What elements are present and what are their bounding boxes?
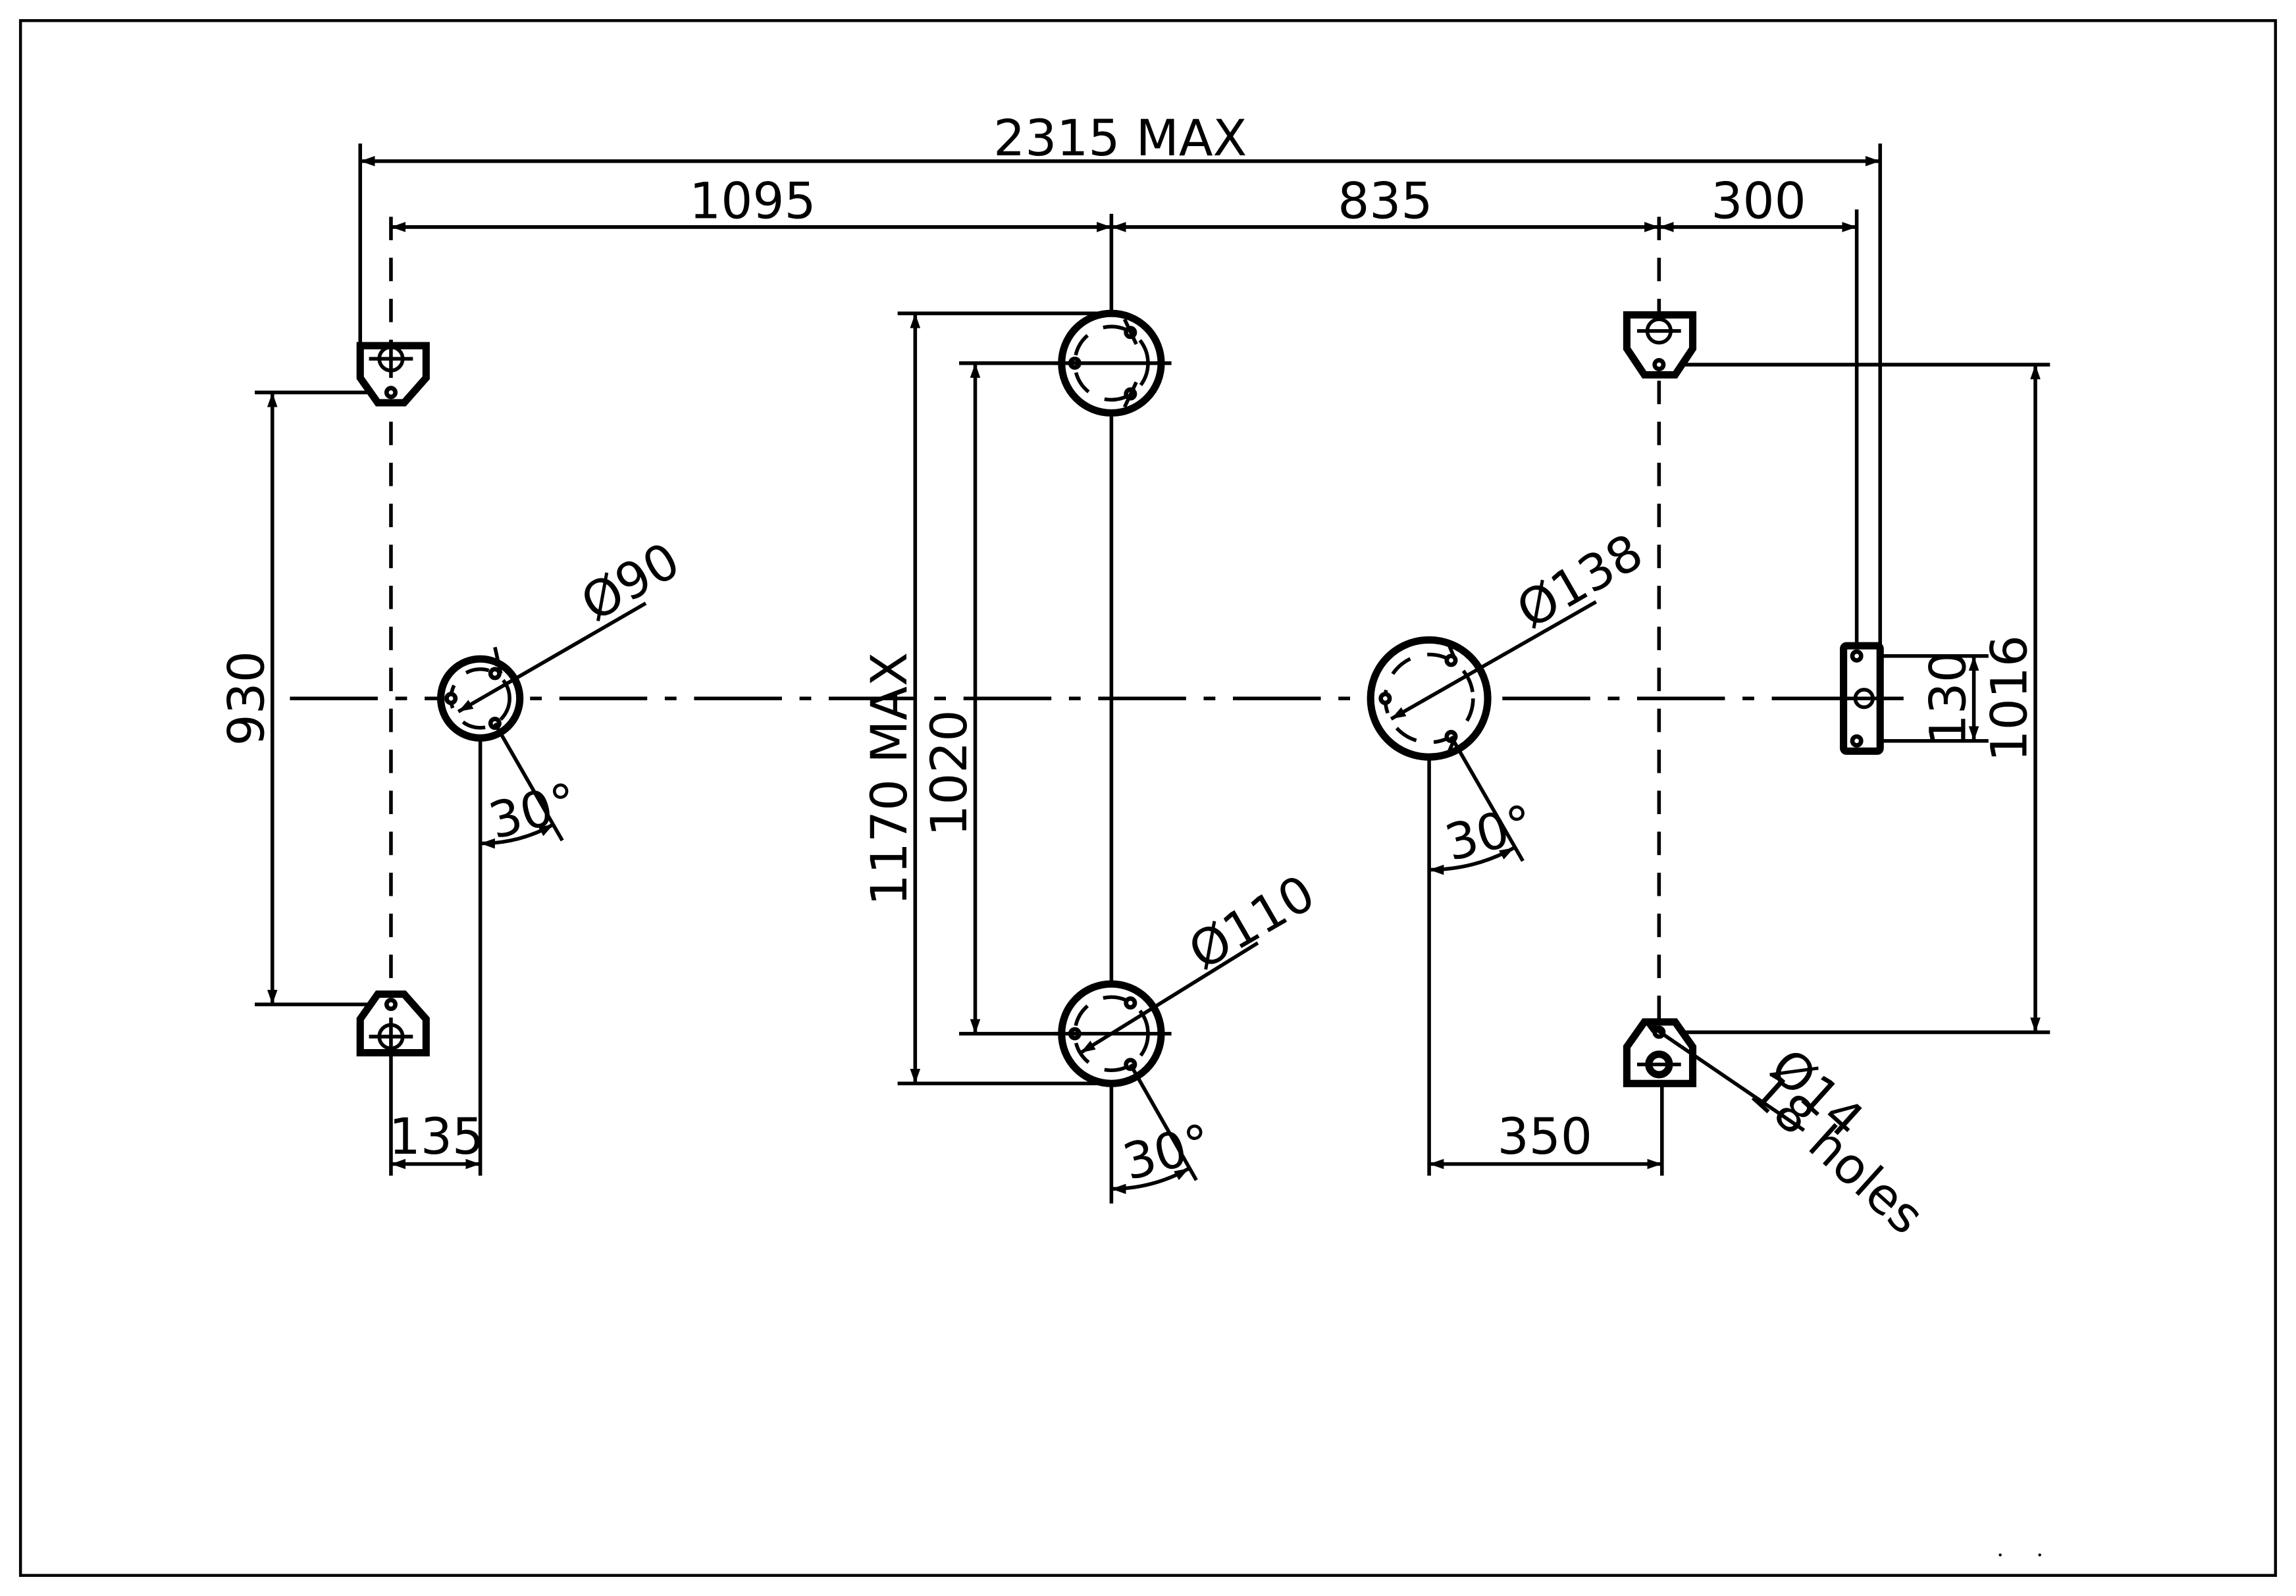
dim-overall-width: 2315 MAX — [993, 109, 1247, 167]
dim-right-offset: 300 — [1711, 172, 1806, 230]
right-clip — [1831, 642, 1904, 755]
dim-overall-depth: 1170 MAX — [860, 652, 918, 906]
dimension-lines — [267, 156, 2041, 1170]
angle-arc-right — [1429, 846, 1515, 875]
angle-arc-middle — [1111, 1166, 1190, 1195]
dim-left-foot-offset: 135 — [389, 1108, 484, 1166]
left-round-foot — [437, 602, 647, 842]
hole-callout-leader — [1642, 1019, 1806, 1132]
right-top-bracket — [1623, 311, 1697, 379]
right-bottom-bracket — [1623, 1018, 1697, 1087]
right-round-foot — [1367, 600, 1598, 862]
angle-label-middle: 30° — [1117, 1113, 1217, 1192]
callout-left-foot-diameter: Ø90 — [571, 531, 689, 632]
dim-left-to-middle: 1095 — [689, 172, 816, 230]
dim-right-foot-offset: 350 — [1498, 1108, 1592, 1166]
angle-label-right: 30° — [1439, 794, 1539, 873]
dim-middle-to-right: 835 — [1338, 172, 1432, 230]
dim-right-pads-spacing: 1016 — [1981, 635, 2039, 761]
callout-right-foot-diameter: Ø138 — [1507, 523, 1653, 640]
middle-bottom-round-foot — [1054, 941, 1259, 1181]
angle-arc-left — [480, 823, 555, 849]
left-top-bracket — [356, 340, 430, 407]
drawing-frame — [18, 19, 2278, 1577]
angle-label-left: 30° — [483, 771, 583, 850]
left-bottom-bracket — [356, 991, 430, 1057]
callout-middle-foot-diameter: Ø110 — [1179, 863, 1324, 981]
sheet-mark-dot — [2038, 1553, 2041, 1557]
middle-top-round-foot — [1054, 309, 1172, 417]
dim-middle-pads-spacing: 1020 — [920, 709, 978, 836]
dim-clip-height: 130 — [1919, 651, 1977, 746]
dim-left-pads-spacing: 930 — [217, 651, 275, 746]
sheet-mark-dot — [1998, 1553, 2002, 1557]
